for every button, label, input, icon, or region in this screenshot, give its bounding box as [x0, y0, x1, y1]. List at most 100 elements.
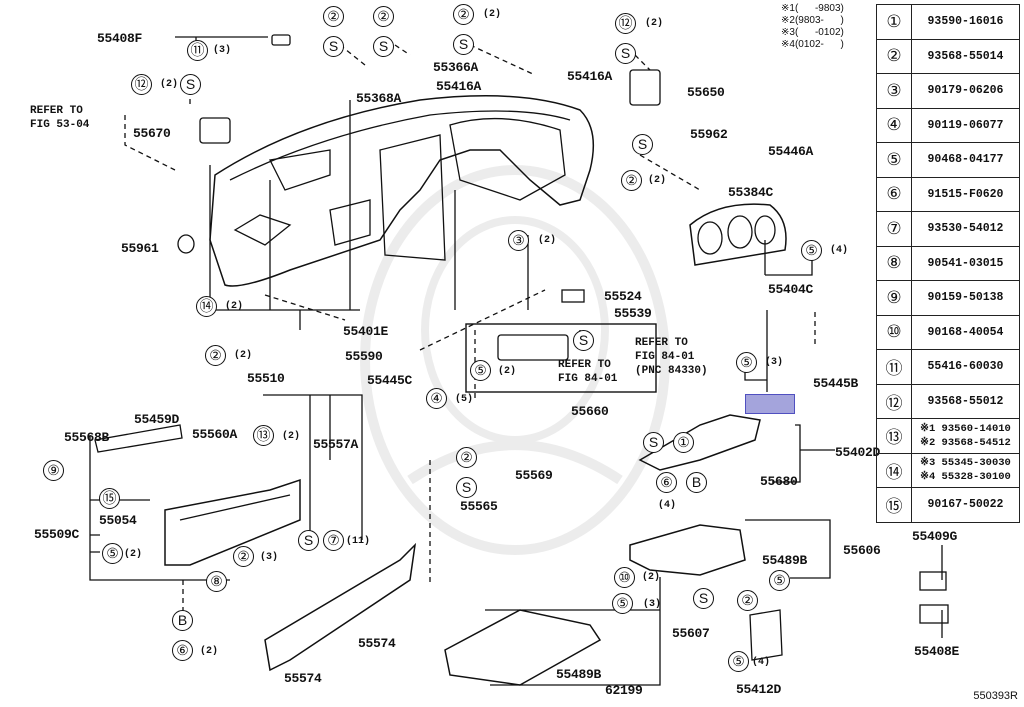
part-label[interactable]: 55404C — [768, 282, 814, 297]
parts-table-part-number[interactable]: 93530-54012 — [911, 211, 1020, 247]
callout-11[interactable]: ⑪ — [187, 40, 208, 61]
callout-s[interactable]: S — [373, 36, 394, 57]
callout-s[interactable]: S — [573, 330, 594, 351]
callout-6[interactable]: ⑥ — [172, 640, 193, 661]
part-label[interactable]: 55560A — [192, 427, 238, 442]
callout-1[interactable]: ① — [673, 432, 694, 453]
part-label[interactable]: 55574 — [284, 671, 322, 686]
callout-5[interactable]: ⑤ — [728, 651, 749, 672]
callout-2[interactable]: ② — [373, 6, 394, 27]
part-label[interactable]: 55510 — [247, 371, 285, 386]
part-label[interactable]: 55408F — [97, 31, 143, 46]
callout-5[interactable]: ⑤ — [736, 352, 757, 373]
callout-b[interactable]: B — [686, 472, 707, 493]
part-label[interactable]: 55489B — [762, 553, 808, 568]
part-label[interactable]: 55660 — [571, 404, 609, 419]
part-label[interactable]: 55590 — [345, 349, 383, 364]
part-label[interactable]: 55402D — [835, 445, 881, 460]
part-label[interactable]: 55412D — [736, 682, 782, 697]
parts-table-part-number[interactable]: 55416-60030 — [911, 349, 1020, 385]
parts-table-row[interactable]: ⑬※1 93560-14010※2 93568-54512 — [876, 418, 1020, 454]
part-label[interactable]: 55961 — [121, 241, 159, 256]
part-label[interactable]: 62199 — [605, 683, 643, 698]
parts-table-part-number[interactable]: ※1 93560-14010※2 93568-54512 — [911, 418, 1020, 454]
part-label[interactable]: 55366A — [433, 60, 479, 75]
callout-s[interactable]: S — [298, 530, 319, 551]
callout-s[interactable]: S — [632, 134, 653, 155]
parts-table-part-number[interactable]: ※3 55345-30030※4 55328-30100 — [911, 452, 1020, 488]
callout-2[interactable]: ② — [621, 170, 642, 191]
part-number-variant[interactable]: ※4 55328-30100 — [920, 471, 1011, 484]
callout-12[interactable]: ⑫ — [131, 74, 152, 95]
part-label[interactable]: 55524 — [604, 289, 642, 304]
parts-table-part-number[interactable]: 93590-16016 — [911, 4, 1020, 40]
callout-5[interactable]: ⑤ — [612, 593, 633, 614]
refer-to-note[interactable]: REFER TO FIG 53-04 — [30, 105, 90, 131]
callout-s[interactable]: S — [453, 34, 474, 55]
part-label[interactable]: 55384C — [728, 185, 774, 200]
callout-2[interactable]: ② — [233, 546, 254, 567]
part-label[interactable]: 55557A — [313, 437, 359, 452]
callout-13[interactable]: ⑬ — [253, 425, 274, 446]
parts-table-part-number[interactable]: 93568-55014 — [911, 38, 1020, 74]
part-label[interactable]: 55459D — [134, 412, 180, 427]
part-label[interactable]: 55606 — [843, 543, 881, 558]
parts-table-part-number[interactable]: 90119-06077 — [911, 107, 1020, 143]
parts-table-part-number[interactable]: 90541-03015 — [911, 245, 1020, 281]
part-label[interactable]: 55607 — [672, 626, 710, 641]
callout-s[interactable]: S — [323, 36, 344, 57]
callout-2[interactable]: ② — [453, 4, 474, 25]
callout-s[interactable]: S — [615, 43, 636, 64]
part-label[interactable]: 55416A — [436, 79, 482, 94]
callout-2[interactable]: ② — [205, 345, 226, 366]
callout-5[interactable]: ⑤ — [470, 360, 491, 381]
callout-5[interactable]: ⑤ — [801, 240, 822, 261]
parts-table-part-number[interactable]: 90468-04177 — [911, 142, 1020, 178]
callout-s[interactable]: S — [180, 74, 201, 95]
part-label[interactable]: 55401E — [343, 324, 389, 339]
part-label[interactable]: 55445B — [813, 376, 859, 391]
callout-s[interactable]: S — [643, 432, 664, 453]
part-number-variant[interactable]: ※3 55345-30030 — [920, 457, 1011, 470]
part-label[interactable]: 55416A — [567, 69, 613, 84]
highlight-selection-box[interactable] — [745, 394, 795, 414]
callout-4[interactable]: ④ — [426, 388, 447, 409]
parts-table-part-number[interactable]: 90179-06206 — [911, 73, 1020, 109]
parts-table-part-number[interactable]: 90167-50022 — [911, 487, 1020, 523]
part-label[interactable]: 55680 — [760, 474, 798, 489]
part-label[interactable]: 55539 — [614, 306, 652, 321]
callout-2[interactable]: ② — [737, 590, 758, 611]
callout-5[interactable]: ⑤ — [769, 570, 790, 591]
part-label[interactable]: 55408E — [914, 644, 960, 659]
parts-table-part-number[interactable]: 91515-F0620 — [911, 176, 1020, 212]
callout-b[interactable]: B — [172, 610, 193, 631]
part-number-variant[interactable]: ※1 93560-14010 — [920, 422, 1011, 435]
callout-3[interactable]: ③ — [508, 230, 529, 251]
callout-8[interactable]: ⑧ — [206, 571, 227, 592]
refer-to-note[interactable]: REFER TO FIG 84-01 (PNC 84330) — [635, 337, 708, 377]
part-label[interactable]: 55574 — [358, 636, 396, 651]
part-label[interactable]: 55565 — [460, 499, 498, 514]
callout-7[interactable]: ⑦ — [323, 530, 344, 551]
callout-10[interactable]: ⑩ — [614, 567, 635, 588]
callout-9[interactable]: ⑨ — [43, 460, 64, 481]
part-label[interactable]: 55054 — [99, 513, 137, 528]
callout-6[interactable]: ⑥ — [656, 472, 677, 493]
part-label[interactable]: 55489B — [556, 667, 602, 682]
part-label[interactable]: 55568B — [64, 430, 110, 445]
callout-15[interactable]: ⑮ — [99, 488, 120, 509]
part-label[interactable]: 55509C — [34, 527, 80, 542]
part-label[interactable]: 55368A — [356, 91, 402, 106]
part-label[interactable]: 55650 — [687, 85, 725, 100]
callout-12[interactable]: ⑫ — [615, 13, 636, 34]
